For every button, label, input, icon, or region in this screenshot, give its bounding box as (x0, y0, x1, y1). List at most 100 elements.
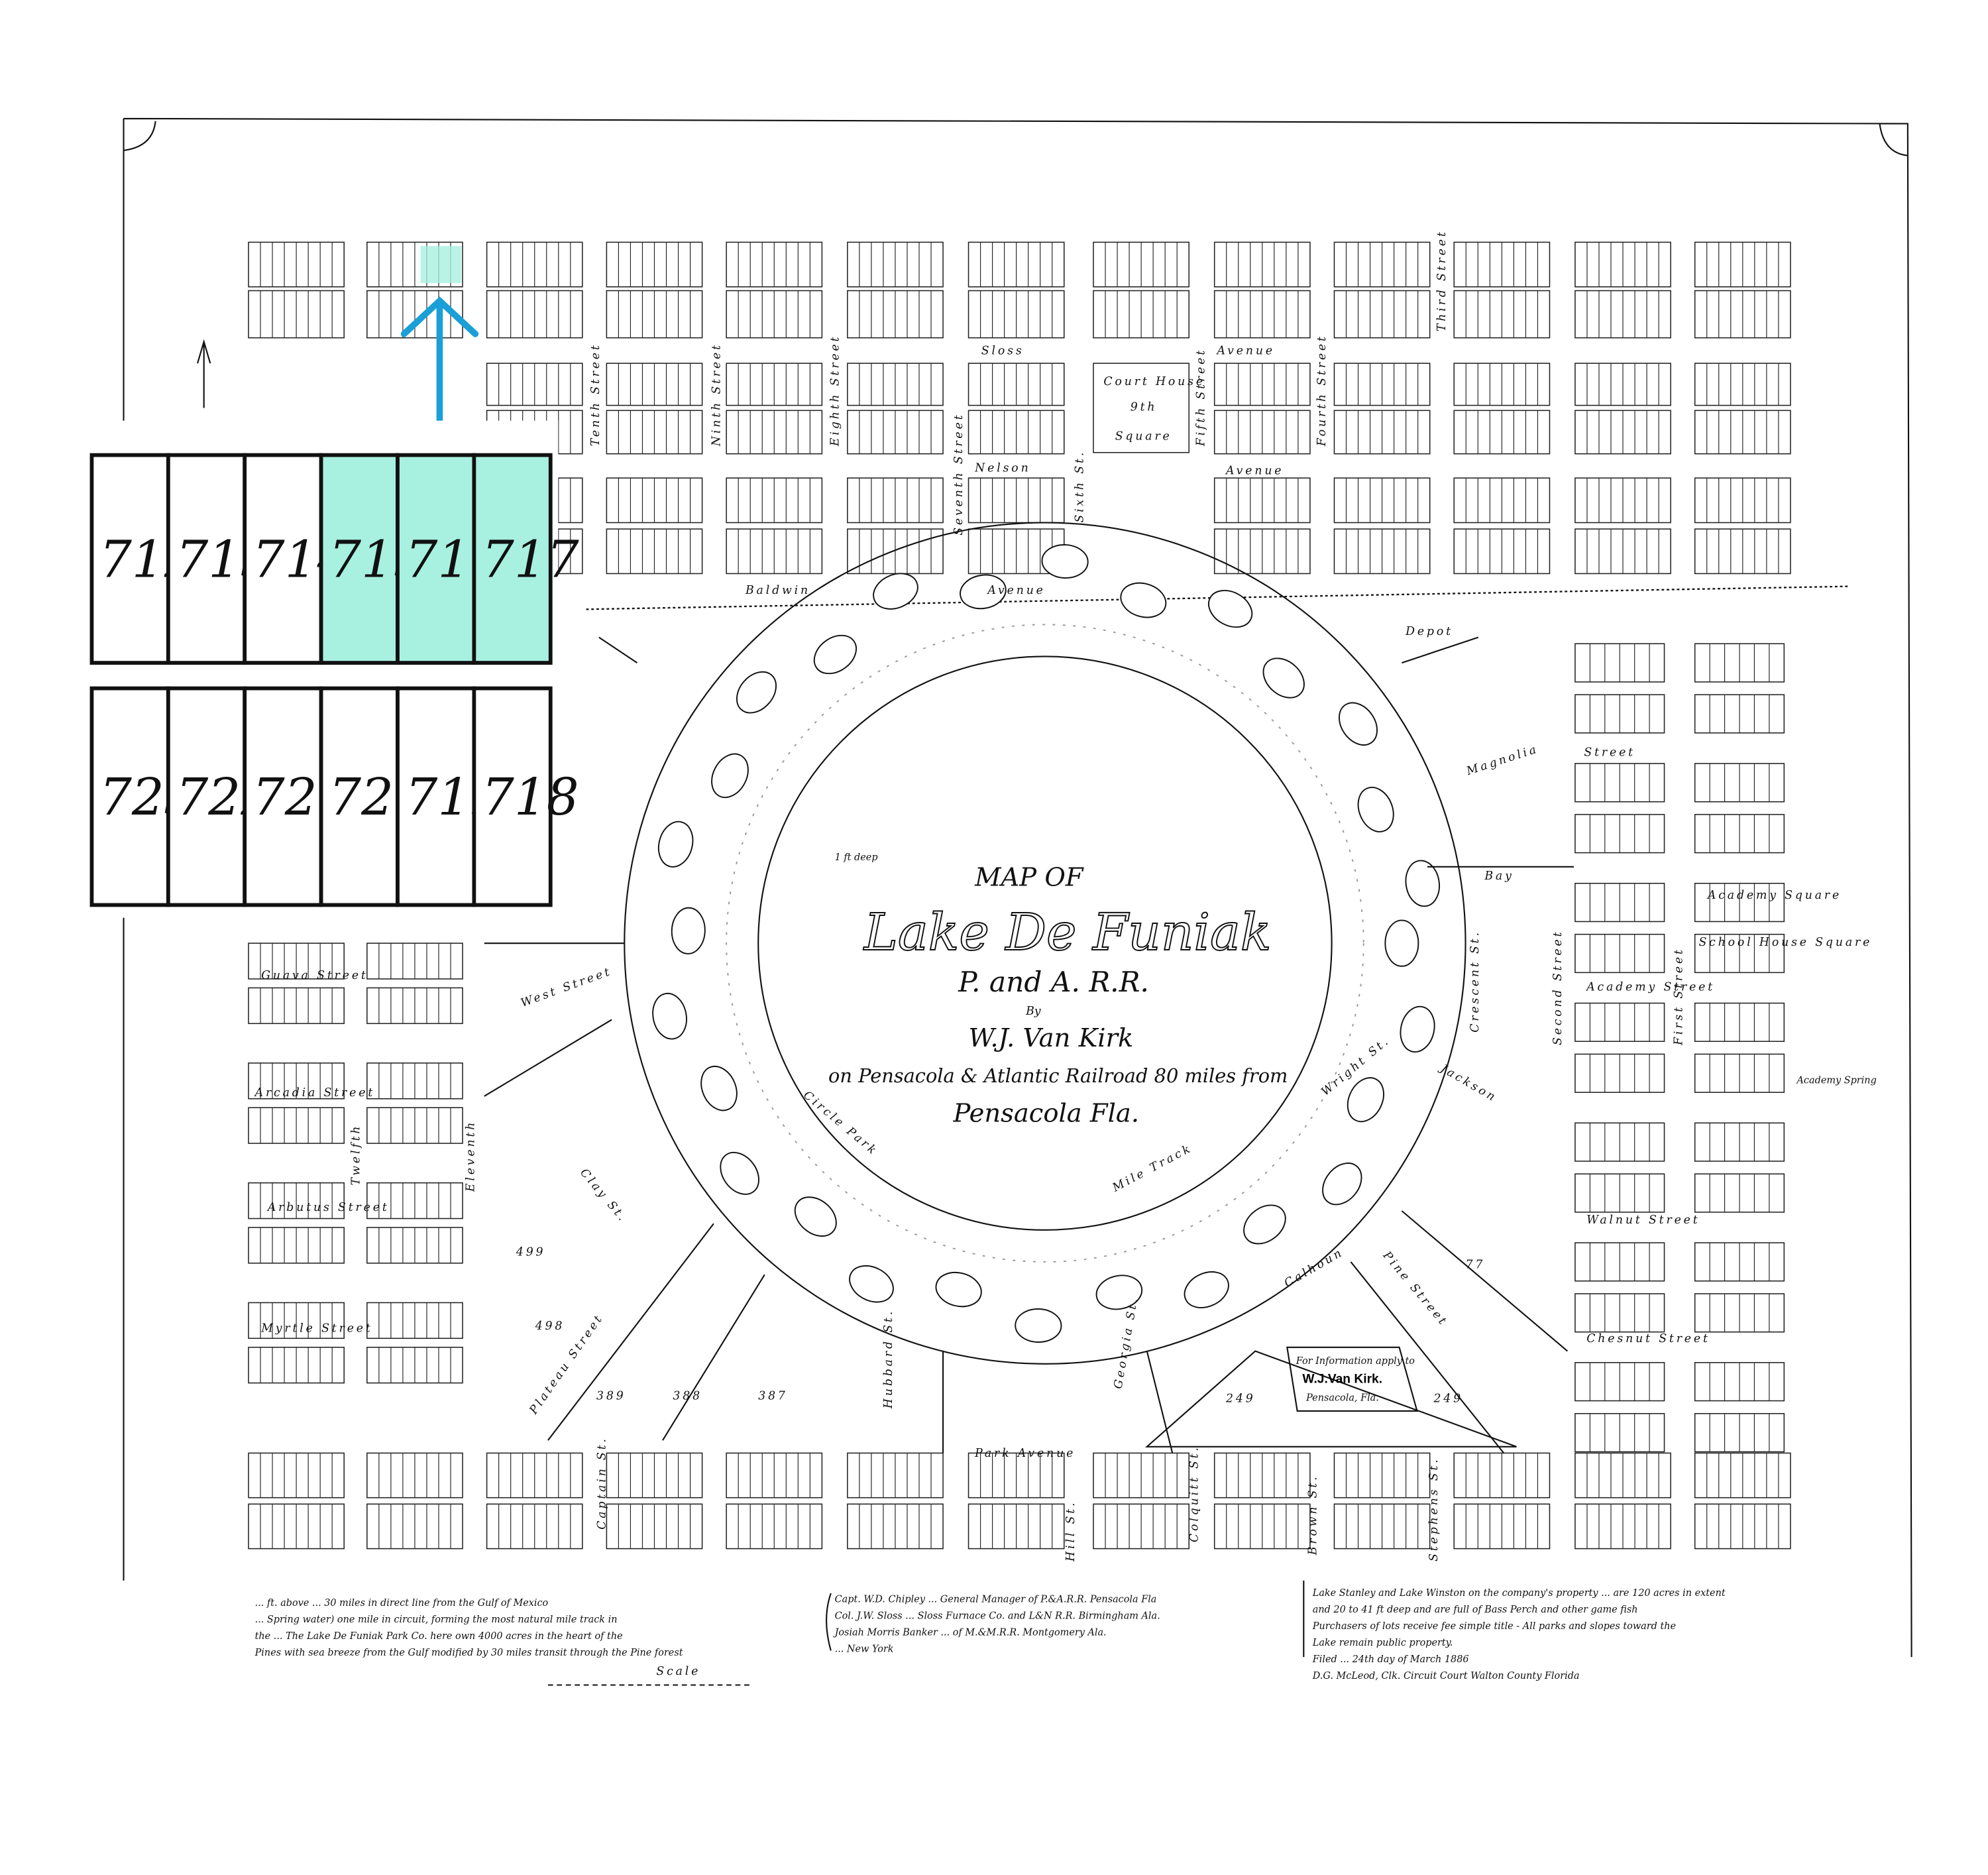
note-left-2: ... Spring water) one mile in circuit, f… (255, 1615, 618, 1625)
info-line2: W.J.Van Kirk. (1302, 1373, 1382, 1387)
tree-cluster-icon (1208, 590, 1253, 628)
lot-block (1574, 814, 1665, 854)
street-magnolia: Magnolia (1464, 742, 1540, 778)
street-park-avenue: Park Avenue (974, 1447, 1076, 1460)
parcel-249a: 249 (1225, 1392, 1256, 1405)
tree-cluster-icon (1243, 1204, 1286, 1245)
lot-block (486, 1503, 583, 1550)
inset-lot (472, 453, 553, 665)
lot-block (248, 1227, 345, 1264)
lot-block (248, 290, 345, 339)
street-hill: Hill St. (1064, 1501, 1077, 1562)
lot-block (1694, 1412, 1785, 1453)
note-left-4: Pines with sea breeze from the Gulf modi… (254, 1648, 683, 1658)
inset-lot (396, 686, 476, 907)
lot-block (1694, 1452, 1791, 1499)
street-colquitt: Colquitt St. (1188, 1445, 1201, 1542)
lot-block (1694, 883, 1785, 923)
highlighted-lots-715-717 (420, 246, 462, 283)
tree-cluster-icon (711, 753, 749, 799)
lot-block (606, 1503, 703, 1550)
lot-block (1574, 290, 1671, 339)
lot-block (967, 1503, 1065, 1550)
tree-cluster-icon (652, 992, 687, 1040)
street-arbutus: Arbutus Street (266, 1201, 390, 1214)
tree-cluster-icon (1405, 860, 1440, 907)
tree-cluster-icon (1184, 1271, 1229, 1308)
title-map-of: MAP OF (974, 863, 1084, 893)
street-sloss-avenue: Avenue (1216, 345, 1275, 358)
street-sloss: Sloss (981, 345, 1024, 358)
title-name: Lake De Funiak (863, 903, 1272, 962)
lot-block (847, 410, 944, 455)
lot-block (1213, 290, 1311, 339)
lot-block (847, 1452, 944, 1499)
parcel-387: 387 (758, 1390, 788, 1403)
street-chesnut: Chesnut Street (1586, 1332, 1710, 1345)
lot-block (1694, 1173, 1785, 1213)
notes-right: Lake Stanley and Lake Winston on the com… (1312, 1588, 1726, 1681)
school-house-square: School House Square (1698, 936, 1872, 949)
lot-block (1453, 1452, 1551, 1499)
street-jackson: Jackson (1437, 1061, 1500, 1105)
lot-block (1213, 528, 1311, 575)
lot-block (1453, 1503, 1551, 1550)
lot-block (606, 290, 703, 339)
title-line2: Pensacola Fla. (952, 1098, 1139, 1128)
lot-block (1694, 290, 1791, 339)
lake-depth-label: 1 ft deep (835, 852, 878, 863)
lot-block (967, 290, 1065, 339)
lot-block (1694, 1002, 1785, 1042)
lot-block (1574, 1362, 1665, 1402)
lot-block (1574, 1002, 1665, 1042)
court-house-ninth: 9th (1131, 400, 1158, 414)
park-ring (726, 624, 1364, 1263)
street-brown: Brown St. (1307, 1474, 1320, 1556)
lot-block (726, 1452, 823, 1499)
street-baldwin: Baldwin (745, 584, 810, 597)
lot-block (606, 1452, 703, 1499)
street-fourth: Fourth Street (1315, 334, 1329, 447)
lot-block (1694, 477, 1791, 524)
lot-block (366, 1347, 463, 1384)
lot-block (248, 241, 345, 288)
street-tenth: Tenth Street (589, 343, 602, 446)
lot-block (847, 290, 944, 339)
note-right-6: D.G. McLeod, Clk. Circuit Court Walton C… (1312, 1671, 1580, 1681)
lot-block (847, 1503, 944, 1550)
tree-cluster-icon (1015, 1308, 1062, 1343)
lot-block (1333, 410, 1431, 455)
lot-block (366, 1182, 463, 1220)
street-first: First Street (1672, 947, 1685, 1046)
lot-block (1574, 643, 1665, 683)
lot-block (967, 363, 1065, 406)
street-myrtle: Myrtle Street (260, 1322, 372, 1335)
inset-lot-number: 718 (482, 768, 579, 827)
lot-block (1453, 477, 1551, 524)
lot-block (248, 1107, 345, 1144)
lot-block (366, 942, 463, 980)
lot-block (726, 241, 823, 288)
lot-block (366, 1062, 463, 1100)
street-eighth: Eighth Street (828, 335, 842, 447)
tree-cluster-icon (720, 1151, 759, 1195)
tree-cluster-icon (1384, 919, 1419, 967)
lot-block (847, 363, 944, 406)
map-title: MAP OF Lake De Funiak P. and A. R.R. By … (828, 863, 1288, 1129)
lot-block (967, 410, 1065, 455)
lot-block (1453, 290, 1551, 339)
lot-block (1694, 814, 1785, 854)
note-right-2: and 20 to 41 ft deep and are full of Bas… (1313, 1605, 1638, 1615)
lot-block (1694, 643, 1785, 683)
lot-block (1574, 1173, 1665, 1213)
lot-block (1574, 763, 1665, 803)
inset-lot-number: 717 (482, 530, 579, 589)
tree-cluster-icon (960, 574, 1007, 610)
street-crescent: Crescent St. (1468, 930, 1482, 1033)
street-ninth: Ninth Street (710, 343, 724, 447)
lot-block (1574, 1452, 1671, 1499)
title-line1: on Pensacola & Atlantic Railroad 80 mile… (828, 1064, 1288, 1087)
lot-block (1694, 410, 1791, 455)
